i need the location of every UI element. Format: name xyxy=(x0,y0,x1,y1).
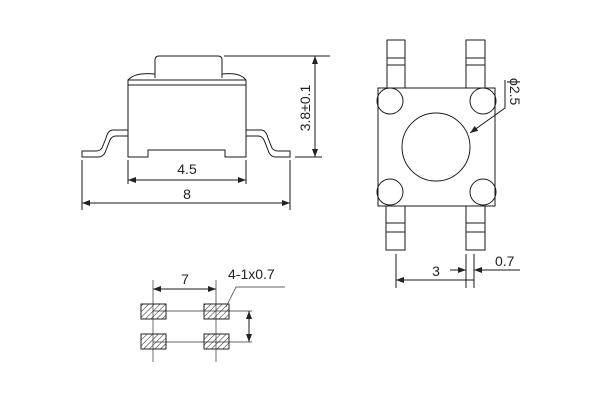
actuator-circle xyxy=(401,112,471,182)
pad xyxy=(203,303,230,320)
footprint-pitch-label: 7 xyxy=(181,271,189,287)
top-view: ϕ2.5 3 0.7 xyxy=(376,39,523,288)
side-body xyxy=(127,84,247,158)
top-body xyxy=(377,87,496,207)
pcb-footprint: 7 4-1x0.7 xyxy=(140,266,285,362)
pitch-dim-label: 3 xyxy=(432,263,440,279)
pad xyxy=(140,303,167,320)
pad xyxy=(140,333,167,350)
right-lead xyxy=(246,129,291,158)
body-shoulders xyxy=(127,73,247,85)
pad xyxy=(203,333,230,350)
height-dim-label: 3.8±0.1 xyxy=(297,84,313,131)
overall-dim-label: 8 xyxy=(183,186,191,202)
bottom-dim-label: 4.5 xyxy=(177,161,197,177)
side-view: 3.8±0.1 4.5 8 xyxy=(81,55,330,210)
diameter-dim-label: ϕ2.5 xyxy=(507,78,523,106)
left-lead xyxy=(81,129,128,158)
pad-note-label: 4-1x0.7 xyxy=(228,266,275,282)
actuator-cap xyxy=(154,55,223,78)
lead-width-dim-label: 0.7 xyxy=(495,253,515,269)
